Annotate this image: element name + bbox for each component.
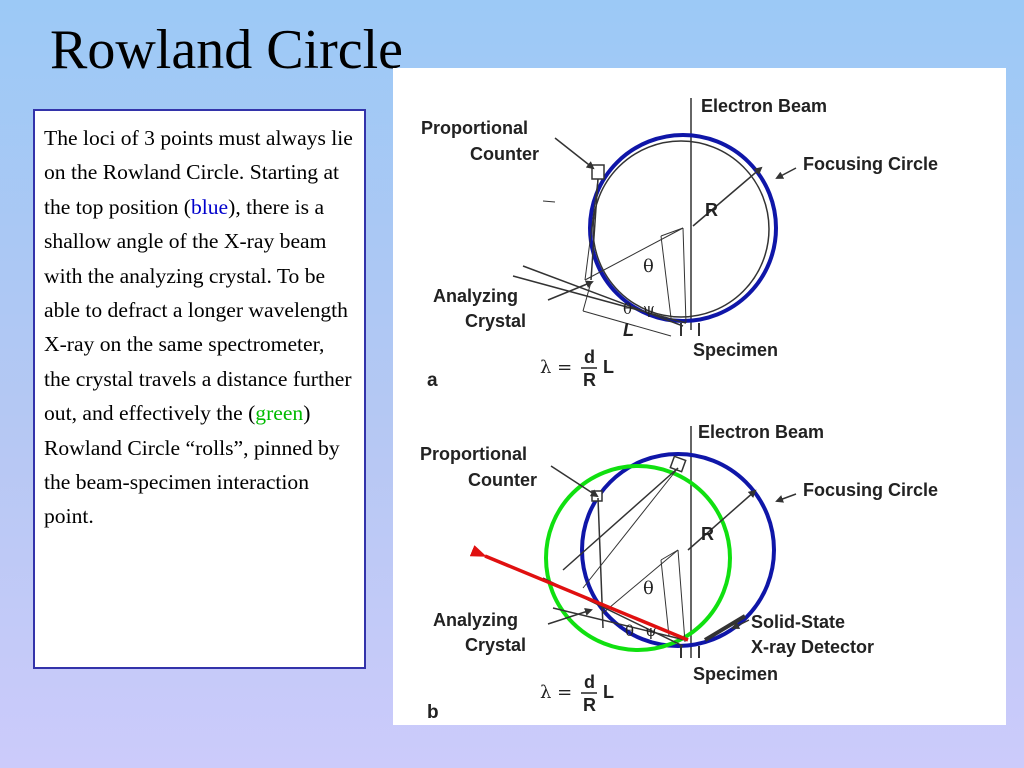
radius-line-b xyxy=(677,549,686,643)
radius-line-3-a xyxy=(660,235,672,319)
xray-line-1-a xyxy=(512,275,687,324)
proportional-label-a: Proportional xyxy=(421,118,528,138)
detector-b xyxy=(703,614,747,642)
focusing-circle-blue-b xyxy=(580,452,776,648)
r-arrow-a xyxy=(692,166,763,227)
figure-svg: Electron Beam Proportional Counter Focus… xyxy=(420,96,938,723)
psi-label-b: ψ xyxy=(645,622,657,640)
equation-lambda-b: λ = xyxy=(540,682,572,703)
counter-label-a-2: Counter xyxy=(470,144,539,164)
counter-crystal-line2-a xyxy=(584,178,599,281)
panel-letter-b: b xyxy=(427,702,439,723)
small-dash-a xyxy=(542,200,556,203)
counter-pointer-b xyxy=(550,465,599,498)
psi-label-a: ψ xyxy=(643,300,655,318)
equation-b: λ = d R L xyxy=(540,672,614,715)
focusing-circle-label-a: Focusing Circle xyxy=(803,154,938,174)
equation-den-b: R xyxy=(583,695,596,715)
rowland-circle-figure: Electron Beam Proportional Counter Focus… xyxy=(393,68,1006,725)
panel-b: Electron Beam Proportional Counter Focus… xyxy=(420,422,938,723)
electron-beam-label-b: Electron Beam xyxy=(698,422,824,442)
equation-a: λ = d R L xyxy=(540,347,614,390)
crystal-center-line-b xyxy=(602,549,679,614)
radius-line-2-b xyxy=(660,549,679,561)
specimen-label-a: Specimen xyxy=(693,340,778,360)
crystal-pointer-a xyxy=(547,280,594,301)
theta-label-a: θ xyxy=(643,256,654,277)
panel-letter-a: a xyxy=(427,370,438,391)
theta-small-label-b: θ xyxy=(625,622,634,640)
focusing-circle-label-b: Focusing Circle xyxy=(803,480,938,500)
explanation-text-box: The loci of 3 points must always lie on … xyxy=(33,109,366,669)
detector-label-1-b: Solid-State xyxy=(751,612,845,632)
proportional-counter-box-a xyxy=(591,164,605,180)
text-after-green: ) Rowland Circle “rolls”, pinned by the … xyxy=(44,401,340,529)
radius-line-a xyxy=(682,227,687,324)
detector-label-2-b: X-ray Detector xyxy=(751,637,874,657)
counter-line-b-2 xyxy=(582,467,679,589)
xray-line-2-b xyxy=(552,607,686,641)
red-arrow-b xyxy=(469,545,689,642)
blue-word: blue xyxy=(190,194,229,219)
xray-line-2-a xyxy=(522,265,684,327)
theta-label-b: θ xyxy=(643,578,654,599)
analyzing-label-b: Analyzing xyxy=(433,610,518,630)
equation-l-a: L xyxy=(603,357,614,377)
specimen-label-b: Specimen xyxy=(693,664,778,684)
counter-line-b xyxy=(562,467,679,571)
focusing-circle-inner-a xyxy=(592,140,770,318)
radius-line-3-b xyxy=(660,559,670,637)
radius-line-2-a xyxy=(660,227,684,237)
distance-label-a: L xyxy=(623,320,634,340)
text-before-blue: The loci of 3 points must always lie on … xyxy=(44,126,353,219)
slide-title: Rowland Circle xyxy=(50,19,404,81)
crystal-center-line-a xyxy=(584,227,684,281)
focusing-circle-green-b xyxy=(544,464,732,652)
r-arrow-b xyxy=(687,489,757,551)
theta-small-label-a: θ xyxy=(623,300,632,318)
radius-label-a: R xyxy=(705,200,718,220)
focusing-pointer-b xyxy=(775,493,797,503)
equation-num-a: d xyxy=(584,347,595,367)
green-word: green xyxy=(255,401,304,426)
l-dimension-a xyxy=(582,310,672,337)
equation-den-a: R xyxy=(583,370,596,390)
crystal-pointer-b xyxy=(547,608,593,625)
radius-label-b: R xyxy=(701,524,714,544)
proportional-label-b: Proportional xyxy=(420,444,527,464)
explanation-paragraph: The loci of 3 points must always lie on … xyxy=(44,121,356,534)
crystal-label-a: Crystal xyxy=(465,311,526,331)
proportional-counter-box-b xyxy=(669,455,687,473)
counter-pointer-a xyxy=(554,137,595,170)
analyzing-label-a: Analyzing xyxy=(433,286,518,306)
detector-pointer-b xyxy=(731,619,750,629)
counter-crystal-line-a xyxy=(590,178,599,281)
equation-lambda-a: λ = xyxy=(540,357,572,378)
text-between: ), there is a shallow angle of the X-ray… xyxy=(44,194,352,426)
counter-label-b: Counter xyxy=(468,470,537,490)
equation-num-b: d xyxy=(584,672,595,692)
electron-beam-label-a: Electron Beam xyxy=(701,96,827,116)
equation-l-b: L xyxy=(603,682,614,702)
focusing-pointer-a xyxy=(775,167,797,179)
panel-a: Electron Beam Proportional Counter Focus… xyxy=(421,96,938,391)
focusing-circle-blue-a xyxy=(588,133,778,323)
crystal-label-b: Crystal xyxy=(465,635,526,655)
